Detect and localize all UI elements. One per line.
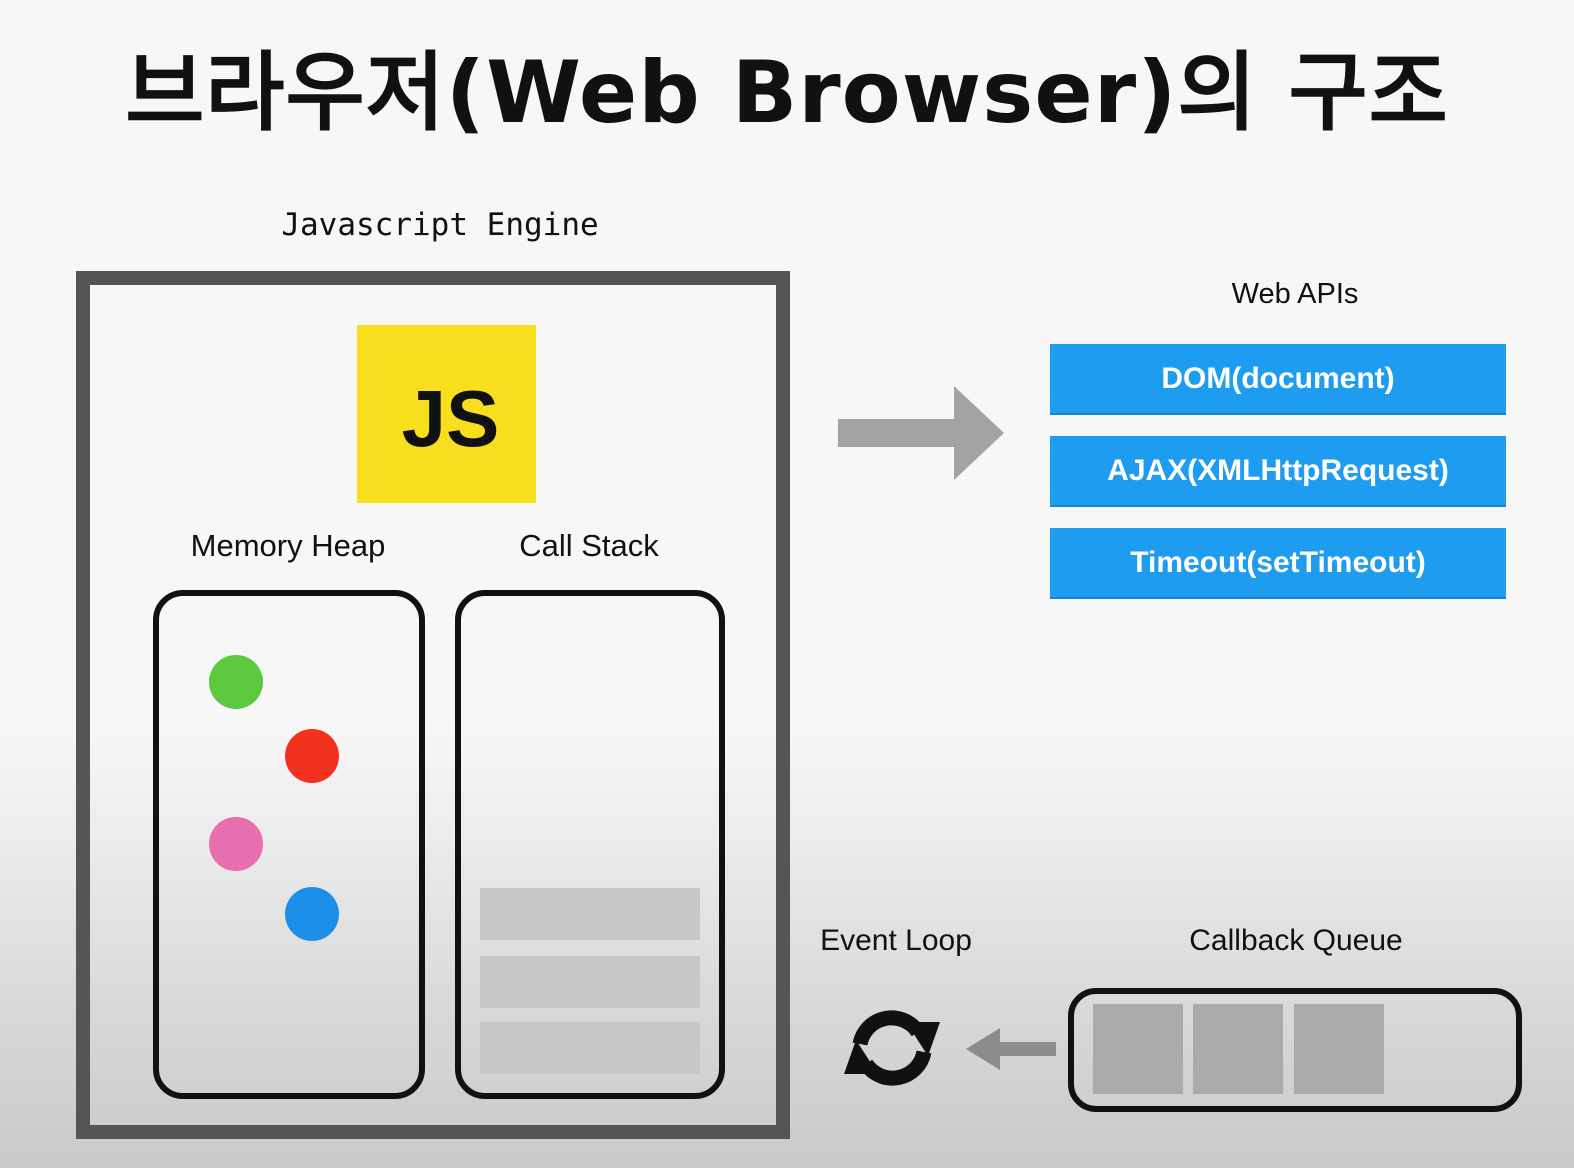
web-api-timeout: Timeout(setTimeout) [1050,528,1506,597]
stack-frame [480,888,700,940]
web-api-ajax: AJAX(XMLHttpRequest) [1050,436,1506,505]
queue-slot [1294,1004,1384,1094]
page-title: 브라우저(Web Browser)의 구조 [125,43,1449,143]
stack-frame [480,956,700,1008]
engine-label: Javascript Engine [281,207,599,243]
stack-frame [480,1022,700,1074]
callback-queue-label: Callback Queue [1189,924,1403,957]
call-stack-label: Call Stack [519,528,659,563]
sync-icon [844,1010,940,1086]
event-loop-label: Event Loop [820,924,972,957]
memory-heap-label: Memory Heap [190,528,386,563]
heap-object-blue [285,887,339,941]
queue-slot [1193,1004,1283,1094]
javascript-engine-box [76,271,790,1139]
memory-heap-box [153,590,425,1099]
js-logo-text: JS [401,374,500,463]
js-logo: JS [357,325,536,503]
web-api-timeout-label: Timeout(setTimeout) [1130,545,1426,579]
web-apis-label: Web APIs [1231,278,1359,310]
heap-object-pink [209,817,263,871]
web-api-dom: DOM(document) [1050,344,1506,413]
queue-slot [1093,1004,1183,1094]
arrow-right-icon [838,386,1004,480]
web-api-dom-label: DOM(document) [1161,361,1395,395]
heap-object-red [285,729,339,783]
call-stack-box [455,590,725,1099]
callback-queue-box [1068,988,1522,1112]
web-api-ajax-label: AJAX(XMLHttpRequest) [1107,453,1449,487]
arrow-left-icon [966,1028,1056,1070]
heap-object-green [209,655,263,709]
